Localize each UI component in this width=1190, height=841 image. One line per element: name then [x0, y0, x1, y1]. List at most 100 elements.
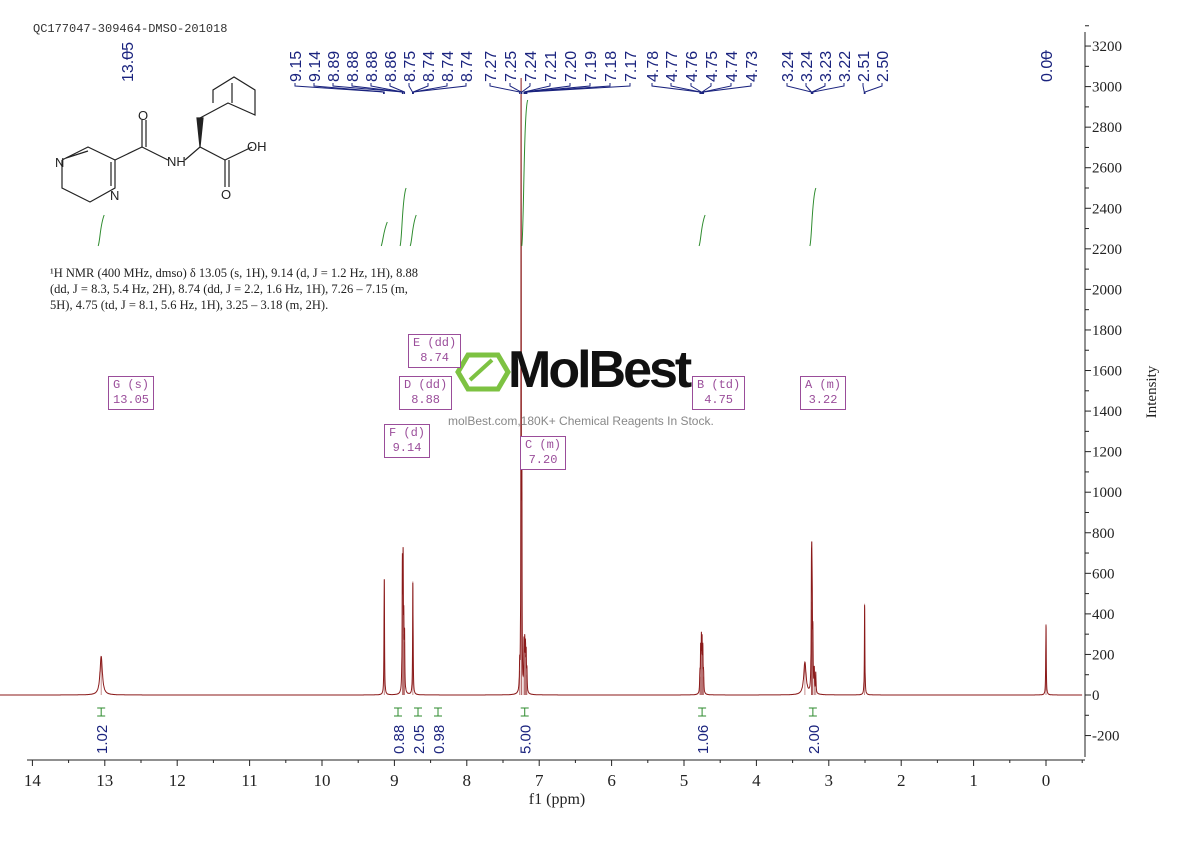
x-tick-label: 12 — [169, 771, 186, 790]
peak-box-d: D (dd)8.88 — [399, 376, 453, 410]
y-tick-label: 1400 — [1092, 404, 1122, 420]
integral-curve — [380, 221, 388, 247]
watermark-text: molBest.com,180K+ Chemical Reagents In S… — [448, 414, 714, 428]
x-tick-label: 7 — [535, 771, 544, 790]
structure-atom-n: N — [110, 188, 119, 203]
peak-box-value: 3.22 — [808, 393, 838, 407]
x-tick-label: 14 — [24, 771, 42, 790]
peak-label: 4.76 — [684, 51, 701, 82]
peak-box-c: C (m)7.20 — [520, 436, 567, 470]
peak-box-e: E (dd)8.74 — [408, 334, 462, 368]
y-tick-label: 3200 — [1092, 39, 1122, 55]
x-tick-label: 4 — [752, 771, 761, 790]
structure-atom-o: O — [138, 108, 148, 123]
peak-label: 7.20 — [563, 51, 580, 82]
watermark-logo-text: MolBest — [508, 341, 692, 399]
integral-bracket — [520, 707, 529, 717]
peak-label: 7.27 — [483, 51, 500, 82]
peak-label-connector — [521, 83, 531, 94]
peak-box-value: 13.05 — [113, 393, 150, 407]
x-tick-label: 9 — [390, 771, 399, 790]
y-tick-label: -200 — [1092, 729, 1120, 745]
sample-id: QC177047-309464-DMSO-201018 — [33, 22, 228, 36]
peak-label-connector — [526, 83, 631, 94]
x-axis-label: f1 (ppm) — [529, 791, 585, 808]
peak-label: 4.74 — [724, 51, 741, 82]
peak-label: 8.74 — [459, 51, 476, 82]
y-tick-label: 2600 — [1092, 161, 1122, 177]
peak-label-connector — [701, 83, 712, 94]
peak-label: 8.75 — [402, 51, 419, 82]
watermark-logo-icon — [455, 352, 511, 392]
peak-box-value: 4.75 — [704, 393, 734, 407]
peak-label: 3.24 — [780, 51, 797, 82]
peak-label-connector — [370, 83, 404, 94]
integral-curve — [521, 99, 529, 247]
peak-label: 8.74 — [440, 51, 457, 82]
peak-box-name: E (dd) — [413, 336, 457, 350]
y-tick-label: 3000 — [1092, 80, 1122, 96]
peak-label-connector — [862, 83, 865, 94]
integral-bracket — [414, 707, 422, 717]
peak-label-connector — [389, 83, 406, 94]
peak-box-value: 8.88 — [411, 393, 441, 407]
x-tick-label: 11 — [241, 771, 257, 790]
x-tick-label: 8 — [463, 771, 472, 790]
peak-label-connector — [525, 83, 611, 94]
peak-label-connector — [313, 83, 385, 94]
peak-label: 3.24 — [799, 51, 816, 82]
x-tick-label: 0 — [1042, 771, 1051, 790]
integral-bracket — [97, 707, 106, 717]
x-tick-label: 13 — [96, 771, 113, 790]
x-tick-label: 2 — [897, 771, 906, 790]
peak-label: 7.24 — [523, 51, 540, 82]
peak-box-b: B (td)4.75 — [692, 376, 746, 410]
peak-label-connector — [408, 83, 413, 94]
peak-box-name: B (td) — [697, 378, 741, 392]
peak-label-connector — [670, 83, 702, 94]
y-tick-label: 1200 — [1092, 445, 1122, 461]
peak-label: 8.89 — [326, 51, 343, 82]
structure-atom-nh: NH — [167, 154, 186, 169]
integral-curve — [698, 214, 706, 247]
peak-label-connector — [524, 83, 571, 94]
x-tick-label: 5 — [680, 771, 689, 790]
integral-bracket — [394, 707, 402, 717]
peak-box-name: D (dd) — [404, 378, 448, 392]
y-tick-label: 2000 — [1092, 282, 1122, 298]
peak-label: 3.23 — [818, 51, 835, 82]
y-tick-label: 2800 — [1092, 120, 1122, 136]
peak-label: 8.74 — [421, 51, 438, 82]
structure-atom-oh: OH — [247, 139, 267, 154]
peak-label: 9.15 — [288, 51, 305, 82]
y-tick-label: 2200 — [1092, 242, 1122, 258]
peak-box-value: 7.20 — [528, 453, 558, 467]
integral-value: 1.02 — [94, 725, 111, 754]
y-tick-label: 600 — [1092, 566, 1115, 582]
x-tick-label: 6 — [607, 771, 616, 790]
peak-box-a: A (m)3.22 — [800, 376, 847, 410]
nmr-description: ¹H NMR (400 MHz, dmso) δ 13.05 (s, 1H), … — [50, 266, 419, 312]
peak-box-name: F (d) — [389, 426, 426, 440]
integral-value: 0.98 — [431, 725, 448, 754]
integral-value: 5.00 — [518, 725, 535, 754]
peak-label: 7.25 — [503, 51, 520, 82]
peak-box-f: F (d)9.14 — [384, 424, 431, 458]
peak-label-connector — [702, 83, 732, 94]
peak-label: 8.88 — [345, 51, 362, 82]
peak-label-connector — [332, 83, 403, 94]
peak-label-connector — [703, 83, 752, 94]
peak-label: 2.50 — [875, 51, 892, 82]
peak-box-value: 9.14 — [392, 441, 422, 455]
peak-label-connector — [412, 83, 429, 94]
integral-value: 2.05 — [411, 725, 428, 754]
peak-label-connector — [489, 83, 521, 94]
y-tick-label: 400 — [1092, 607, 1115, 623]
y-tick-label: 1000 — [1092, 485, 1122, 501]
peak-label: 4.73 — [744, 51, 761, 82]
integral-curve — [809, 187, 817, 247]
peak-label: 13.05 — [120, 42, 137, 82]
structure-atom-o: O — [221, 187, 231, 202]
peak-label: 7.19 — [583, 51, 600, 82]
x-tick-label: 1 — [969, 771, 978, 790]
